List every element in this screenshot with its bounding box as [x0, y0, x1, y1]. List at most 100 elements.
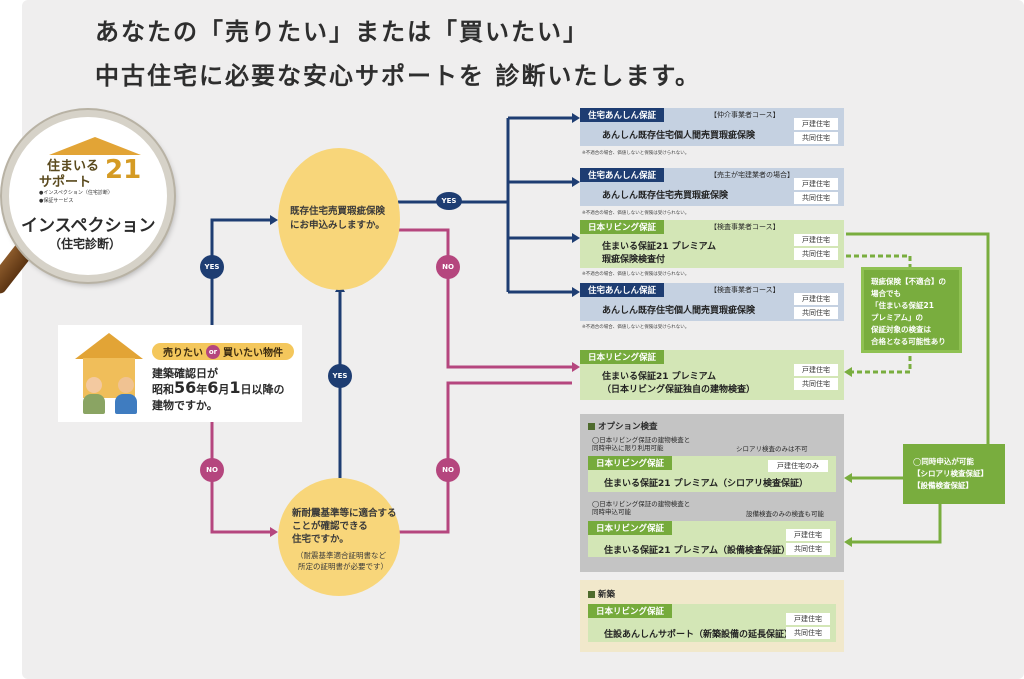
result-3-course: 【検査事業者コース】 — [710, 223, 780, 231]
options-title: オプション検査 — [588, 420, 658, 432]
result-3-type1: 戸建住宅 — [794, 234, 838, 246]
option-1-name: 住まいる保証21 プレミアム（シロアリ検査保証） — [604, 479, 809, 489]
headline-line2: 中古住宅に必要な安心サポートを 診断いたします。 — [95, 62, 701, 90]
lens-subtitle: （住宅診断） — [49, 237, 122, 251]
side-note1-line3: 「住まいる保証21 — [871, 301, 934, 310]
badge-no-top: NO — [436, 255, 460, 279]
result-4-tag: 住宅あんしん保証 — [580, 283, 665, 297]
result-2-type2: 共同住宅 — [794, 192, 838, 204]
question-line3: 建物ですか。 — [152, 399, 218, 412]
arrowhead — [844, 473, 852, 483]
result-2-note: ※不適合の場合、価値しないと保険は受けられない。 — [582, 211, 690, 216]
side-note1-line6: 合格となる可能性あり — [871, 337, 946, 346]
young-person-icon — [118, 377, 134, 393]
question-line2: 昭和56年6月1日以降の — [152, 378, 285, 397]
result-2-name: あんしん既存住宅売買瑕疵保険 — [602, 191, 729, 201]
result-5-name: 住まいる保証21 プレミアム — [602, 372, 717, 382]
lens-bullet1: ●インスペクション（住宅診断） — [39, 190, 113, 196]
lens-roof-icon — [49, 137, 141, 155]
new-build-name: 住設あんしんサポート（新築設備の延長保証） — [604, 630, 794, 640]
option-2-box: 日本リビング保証 住まいる保証21 プレミアム（設備検査保証） 戸建住宅 共同住… — [588, 521, 836, 557]
circle-bottom-sub2: 所定の証明書が必要です） — [298, 562, 388, 571]
badge-yes-left: YES — [200, 255, 224, 279]
result-4-note: ※不適合の場合、価値しないと保険は受けられない。 — [582, 325, 690, 330]
option-1-note2: 同時申込に限り利用可能 — [592, 444, 664, 452]
result-4-course: 【検査事業者コース】 — [710, 286, 780, 294]
option-2-name: 住まいる保証21 プレミアム（設備検査保証） — [604, 546, 791, 556]
side-note-options: ◯同時申込が可能 【シロアリ検査保証】 【設備検査保証】 — [903, 444, 1005, 504]
option-1-tag: 日本リビング保証 — [588, 456, 673, 470]
result-3-note: ※不適合の場合、価値しないと保険は受けられない。 — [582, 272, 690, 277]
circle-bottom-line3: 住宅ですか。 — [292, 534, 349, 545]
arrowhead — [844, 367, 852, 377]
side-note1-line1: 瑕疵保険【不適合】の — [871, 277, 946, 286]
option-2-type2: 共同住宅 — [786, 543, 830, 555]
new-build-type1: 戸建住宅 — [786, 613, 830, 625]
result-2-type1: 戸建住宅 — [794, 178, 838, 190]
result-1-tag: 住宅あんしん保証 — [580, 108, 665, 122]
connector-top-no — [398, 228, 572, 369]
arrowhead — [572, 113, 580, 123]
lens-bullet2: ●保証サービス — [39, 198, 74, 204]
result-5-name2: （日本リビング保証独自の建物検査） — [602, 385, 756, 395]
lens-brand-line2: サポート — [39, 175, 92, 190]
lens-title: インスペクション — [21, 216, 156, 236]
arrowhead — [572, 287, 580, 297]
result-box-3: 日本リビング保証 【検査事業者コース】 住まいる保証21 プレミアム 瑕疵保険検… — [580, 220, 844, 268]
new-build-type2: 共同住宅 — [786, 627, 830, 639]
side-note-inspection: 瑕疵保険【不適合】の 場合でも 「住まいる保証21 プレミアム」の 保証対象の検… — [861, 267, 962, 353]
result-3-type2: 共同住宅 — [794, 248, 838, 260]
option-1-right-note: シロアリ検査のみは不可 — [736, 445, 808, 453]
lens-brand-number: 21 — [105, 155, 142, 185]
result-box-4: 住宅あんしん保証 【検査事業者コース】 あんしん既存住宅個人間売買瑕疵保険 戸建… — [580, 283, 844, 321]
circle-top-line1: 既存住宅売買瑕疵保険 — [290, 206, 386, 217]
new-build-title: 新築 — [588, 588, 615, 600]
square-bullet-icon — [588, 422, 595, 430]
house-roof-icon — [75, 333, 143, 359]
result-5-tag: 日本リビング保証 — [580, 350, 665, 364]
option-1-box: 日本リビング保証 住まいる保証21 プレミアム（シロアリ検査保証） 戸建住宅のみ — [588, 456, 836, 492]
badge-yes-top: YES — [436, 192, 462, 210]
result-box-1: 住宅あんしん保証 【仲介事業者コース】 あんしん既存住宅個人間売買瑕疵保険 戸建… — [580, 108, 844, 146]
result-2-tag: 住宅あんしん保証 — [580, 168, 665, 182]
elderly-person-body — [83, 394, 105, 414]
result-3-name2: 瑕疵保険検査付 — [602, 255, 666, 265]
side-note2-line2: 【シロアリ検査保証】 — [913, 469, 988, 478]
circle-bottom-sub1: （耐震基準適合証明書など — [296, 551, 386, 560]
result-5-type1: 戸建住宅 — [794, 364, 838, 376]
magnifier-lens: 住まいる サポート 21 ●インスペクション（住宅診断） ●保証サービス インス… — [2, 110, 174, 282]
connector-yes-up — [210, 218, 270, 325]
option-1-note1: ◯日本リビング保証の建物検査と — [592, 436, 691, 444]
new-build-box: 日本リビング保証 住設あんしんサポート（新築設備の延長保証） 戸建住宅 共同住宅 — [588, 604, 836, 642]
arrowhead — [844, 537, 852, 547]
result-5-type2: 共同住宅 — [794, 378, 838, 390]
young-person-body — [115, 394, 137, 414]
question-circle-insurance — [278, 148, 400, 290]
headline-line1: あなたの「売りたい」または「買いたい」 — [95, 18, 589, 46]
option-2-note1: ◯日本リビング保証の建物検査と — [592, 500, 691, 508]
result-3-tag: 日本リビング保証 — [580, 220, 665, 234]
option-1-type: 戸建住宅のみ — [768, 460, 828, 472]
dashed-connector-bottom — [850, 356, 912, 374]
elderly-person-icon — [86, 377, 102, 393]
result-box-5: 日本リビング保証 住まいる保証21 プレミアム （日本リビング保証独自の建物検査… — [580, 350, 844, 400]
result-1-name: あんしん既存住宅個人間売買瑕疵保険 — [602, 131, 756, 141]
question-line1: 建築確認日が — [152, 367, 218, 380]
result-box-2: 住宅あんしん保証 【売主が宅建業者の場合】 あんしん既存住宅売買瑕疵保険 戸建住… — [580, 168, 844, 206]
side-note2-line1: ◯同時申込が可能 — [913, 457, 974, 466]
circle-bottom-line1: 新耐震基準等に適合する — [292, 508, 397, 519]
dashed-connector-top — [846, 254, 912, 267]
result-1-type2: 共同住宅 — [794, 132, 838, 144]
arrowhead — [270, 215, 278, 225]
option-2-tag: 日本リビング保証 — [588, 521, 673, 535]
green-connector-right — [846, 232, 990, 444]
new-build-panel: 新築 日本リビング保証 住設あんしんサポート（新築設備の延長保証） 戸建住宅 共… — [580, 580, 844, 652]
square-bullet-icon — [588, 590, 595, 598]
side-note2-line3: 【設備検査保証】 — [913, 481, 973, 490]
side-note1-line2: 場合でも — [871, 289, 901, 298]
result-4-type2: 共同住宅 — [794, 307, 838, 319]
connector-bottom-no — [398, 381, 572, 534]
pill-or: or — [206, 344, 220, 359]
arrowhead — [572, 177, 580, 187]
lens-brand-line1: 住まいる — [47, 159, 100, 174]
